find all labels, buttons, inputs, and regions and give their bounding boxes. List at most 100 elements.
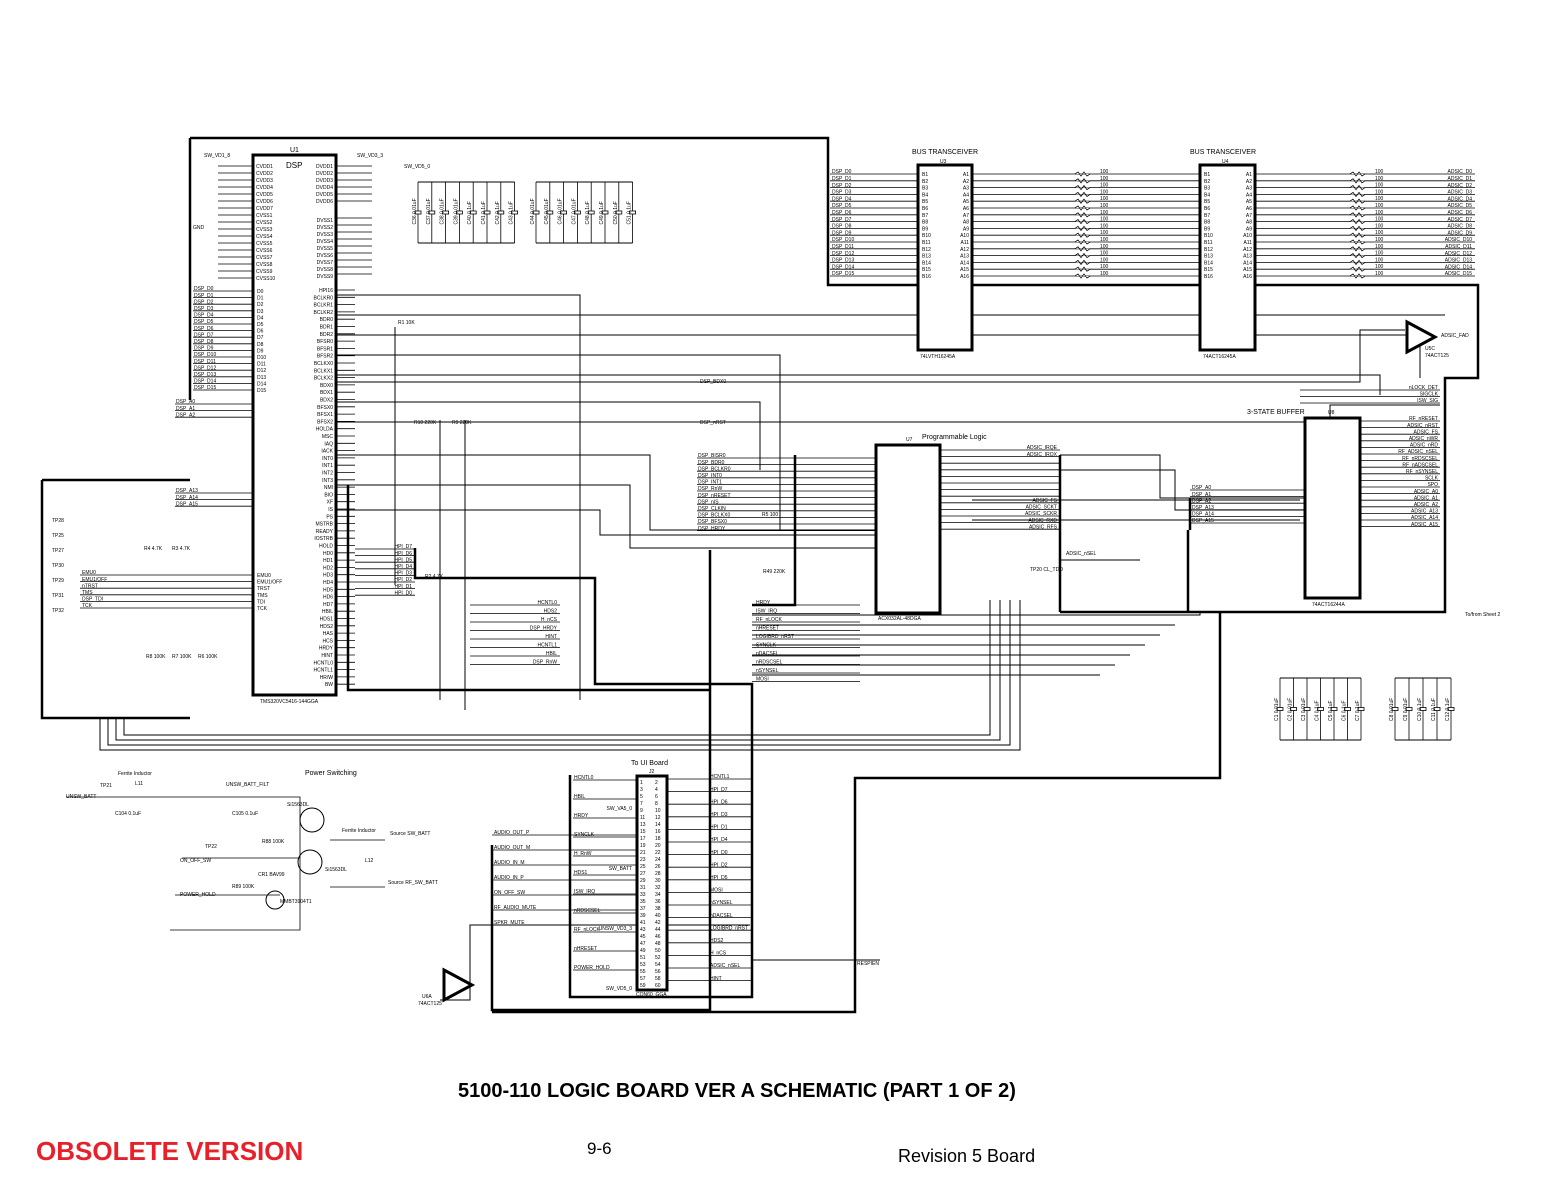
j2-pin-even: 46: [655, 934, 661, 940]
dsp-ctrl-label: TMS: [82, 590, 93, 596]
capacitor-icon: [442, 210, 450, 215]
u3-b-net-label: DSP_D4: [832, 196, 852, 202]
u8-top-net-label: SIGCLK: [1420, 392, 1439, 398]
j2-pin-odd: 55: [640, 969, 646, 975]
dsp-right-pin: HINT: [321, 653, 333, 659]
series-resistor-value: 100: [1375, 176, 1384, 182]
u7-ctrl-net-label: LOGIBRD_nRST: [756, 634, 794, 640]
u4-a-net-label: ADSIC_D11: [1445, 244, 1472, 250]
rail-vdd50: SW_VD5_0: [404, 164, 430, 170]
dsp-data-pin: D10: [257, 355, 266, 361]
u7-left-net-label: DSP_INT1: [698, 480, 722, 486]
u4-a-pin: A16: [1243, 274, 1252, 280]
capacitor-icon: [1303, 707, 1311, 711]
dsp-right-pin: HD2: [323, 565, 333, 571]
dsp-data-pin: D12: [257, 368, 266, 374]
series-resistor-value: 100: [1100, 176, 1109, 182]
resistor-icon: [1349, 252, 1366, 259]
u3-b-pin: B15: [922, 267, 931, 273]
u4-b-pin: B11: [1204, 240, 1213, 246]
dsp-right-pin: BDR2: [320, 332, 334, 338]
j2-pin-odd: 35: [640, 899, 646, 905]
rail-gnd: GND: [193, 225, 205, 231]
series-resistor-value: 100: [1375, 237, 1384, 243]
power-net: Source RF_SW_BATT: [388, 880, 438, 886]
j2-right-net-label: nSYNSEL: [710, 900, 733, 906]
dsp-dvdd-pin: DVDD4: [316, 185, 333, 191]
u1-name: DSP: [286, 161, 302, 170]
dsp-power-pin: CVSS9: [256, 269, 273, 275]
dsp-right-pin: BFSR0: [317, 339, 333, 345]
cap-bank-3-cap-label: C6 0.1uF: [1342, 700, 1348, 721]
u5c-ref: U5C: [1425, 346, 1435, 352]
dsp-data-label: DSP_D9: [194, 346, 214, 352]
u7-ctrl-net-label: nHRESET: [756, 626, 779, 632]
j2-pin-odd: 15: [640, 829, 646, 835]
u8-out-net-label: RF_ADSIC_nSEL: [1398, 449, 1438, 455]
dsp-dvdd-pin: DVDD3: [316, 178, 333, 184]
cap-bank-3-cap-label: C1 0.01uF: [1274, 698, 1280, 721]
dsp-addr-label: DSP_A0: [176, 399, 195, 405]
power-net: Source SW_BATT: [390, 831, 430, 837]
u7-programmable-logic-chip: [874, 443, 942, 615]
u8-title: 3-STATE BUFFER: [1247, 409, 1305, 416]
cap-bank-3-cap-label: C7 0.1uF: [1355, 700, 1361, 721]
u3-b-net-label: DSP_D8: [832, 224, 852, 230]
u8-out-net-label: RF_nRDSCSEL: [1402, 456, 1438, 462]
j2-right-net-label: HPI_D3: [710, 812, 728, 818]
cap-bank-4-cap-label: C11 0.1uF: [1431, 698, 1437, 721]
power-part-label: R88 100K: [262, 839, 285, 845]
j2-pin-even: 22: [655, 850, 661, 856]
series-resistor-value: 100: [1100, 251, 1109, 257]
cap-bank-2-cap-label: C46 0.01uF: [558, 198, 564, 224]
dsp-power-pin: CVSS5: [256, 241, 273, 247]
u4-a-pin: A12: [1243, 247, 1252, 253]
j2-right-net-label: HPI_D0: [710, 850, 728, 856]
u6a-buffer-symbol: [442, 967, 476, 1003]
dsp-ctrl-pin: EMU0: [257, 573, 271, 579]
dsp-right-pin: BCLKX0: [314, 361, 333, 367]
j2-connector: [635, 774, 669, 992]
cap-bank-2-cap-label: C49 0.1uF: [599, 201, 605, 224]
q2-label: MMBT3904T1: [280, 899, 312, 905]
dsp-power-pin: CVDD3: [256, 178, 273, 184]
dsp-right-pin: BFSX2: [317, 419, 333, 425]
j2-title: To UI Board: [631, 760, 668, 767]
dsp-data-label: DSP_D5: [194, 319, 214, 325]
u8-out-net-label: RF_nADSCSEL: [1402, 462, 1438, 468]
u4-a-net-label: ADSIC_D9: [1448, 230, 1473, 236]
u4-a-net-label: ADSIC_D2: [1448, 183, 1473, 189]
resistor-label: R2 4.7K: [425, 574, 444, 580]
net-label: R49 220K: [763, 569, 786, 575]
resistor-icon: [1074, 252, 1091, 259]
j2-pin-even: 24: [655, 857, 661, 863]
j2-pin-even: 54: [655, 962, 661, 968]
power-part-label: TP21: [100, 783, 112, 789]
j2-pin-even: 38: [655, 906, 661, 912]
u4-a-net-label: ADSIC_D0: [1448, 169, 1473, 175]
u4-a-net-label: ADSIC_D13: [1445, 258, 1472, 264]
test-point: TP27: [52, 548, 64, 554]
resistor-icon: [1074, 225, 1091, 232]
u3-b-pin: B8: [922, 220, 928, 226]
u4-b-pin: B1: [1204, 172, 1210, 178]
dsp-power-pin: CVDD4: [256, 185, 273, 191]
u4-a-pin: A10: [1243, 233, 1252, 239]
u7-ctrl-net-label: ISW_IRQ: [756, 609, 777, 615]
u3-b-pin: B10: [922, 233, 931, 239]
u7-left-net-label: DSP_BDR0: [698, 460, 725, 466]
dsp-right-pin: IOSTRB: [314, 536, 333, 542]
dsp-data-label: DSP_D2: [194, 299, 214, 305]
u4-a-pin: A11: [1243, 240, 1252, 246]
capacitor-icon: [1290, 707, 1297, 711]
resistor-label: R6 100K: [198, 654, 218, 660]
u3-b-net-label: DSP_D2: [832, 183, 852, 189]
dsp-right-pin: BCLKR2: [314, 310, 334, 316]
dsp-right-pin: HCNTL1: [314, 668, 334, 674]
series-resistor-value: 100: [1100, 271, 1109, 277]
j2-pin-even: 40: [655, 913, 661, 919]
u8-out-net-label: ADSIC_nWR: [1409, 436, 1439, 442]
j2-pin-odd: 57: [640, 976, 646, 982]
j2-pin-odd: 51: [640, 955, 646, 961]
cap-bank-2-cap-label: C50 0.1uF: [613, 201, 619, 224]
